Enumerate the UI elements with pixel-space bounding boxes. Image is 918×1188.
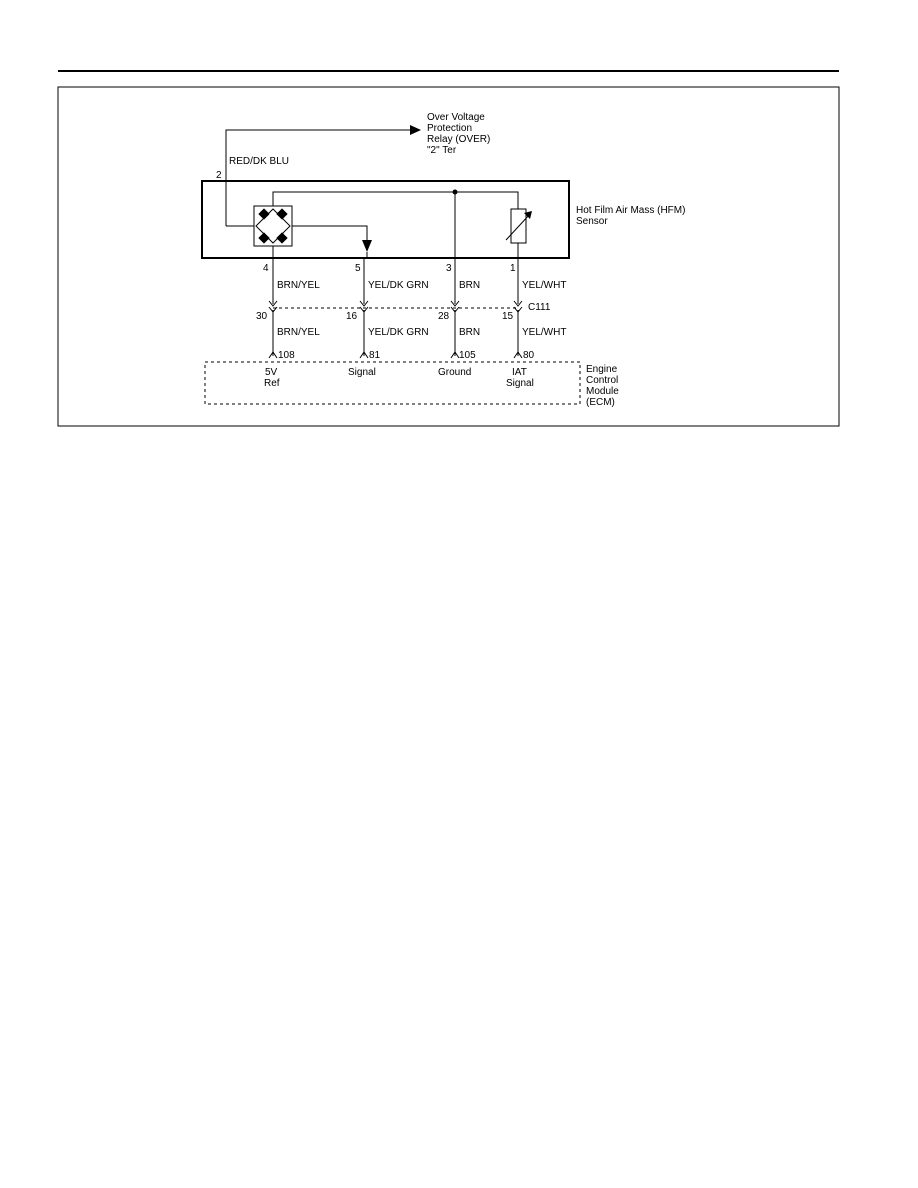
over-voltage-relay-label: Over Voltage Protection Relay (OVER) "2"… — [427, 112, 490, 156]
iat-thermistor — [505, 208, 532, 244]
diagram-label: Sensor — [576, 216, 608, 227]
hfm-internal-circuit — [226, 189, 519, 258]
power-wire-pin: 2 — [216, 170, 222, 181]
ecm-terminal-label: IAT — [512, 367, 527, 378]
page-top-rule — [58, 70, 839, 72]
diagram-label: Over Voltage — [427, 112, 485, 123]
circuit-signal: 5 YEL/DK GRN 16 YEL/DK GRN 81 Signal — [346, 252, 429, 378]
wire-color-upper: BRN/YEL — [277, 280, 320, 291]
diagram-label: "2" Ter — [427, 145, 457, 156]
diagram-frame — [57, 86, 840, 427]
ecm-pin: 80 — [523, 350, 535, 361]
wire-color-lower: BRN — [459, 327, 480, 338]
diagram-label: Engine — [586, 364, 618, 375]
connector-pin: 16 — [346, 311, 358, 322]
hfm-sensor-label: Hot Film Air Mass (HFM) Sensor — [576, 205, 685, 227]
ecm-pin: 81 — [369, 350, 381, 361]
connector-pin: 28 — [438, 311, 450, 322]
circuit-5v-ref: 4 BRN/YEL 30 BRN/YEL 108 5V Ref — [256, 258, 320, 389]
wire-color-upper: YEL/DK GRN — [368, 280, 429, 291]
diagram-label: (ECM) — [586, 397, 615, 408]
circuit-ground: 3 BRN 28 BRN 105 Ground — [438, 258, 480, 378]
ecm-terminal-label: Ground — [438, 367, 471, 378]
ecm-pin: 105 — [459, 350, 476, 361]
diagram-label: Hot Film Air Mass (HFM) — [576, 205, 685, 216]
ecm-box — [204, 361, 581, 405]
ecm-terminal-label: Signal — [348, 367, 376, 378]
diagram-label: Relay (OVER) — [427, 134, 490, 145]
wire-color-lower: YEL/WHT — [522, 327, 566, 338]
hfm-sensor-box — [201, 180, 570, 259]
arrow-down-icon — [362, 240, 372, 252]
diagram-label: Control — [586, 375, 618, 386]
diagram-label: Protection — [427, 123, 472, 134]
sensor-pin: 3 — [446, 263, 452, 274]
wire-color-lower: BRN/YEL — [277, 327, 320, 338]
arrow-up-icon — [524, 211, 532, 219]
ecm-terminal-label: Signal — [506, 378, 534, 389]
power-wire-color: RED/DK BLU — [229, 156, 289, 167]
circuit-iat-signal: 1 YEL/WHT 15 YEL/WHT 80 IAT Signal — [502, 258, 566, 389]
bridge-sensor-element — [253, 205, 293, 247]
sensor-pin: 1 — [510, 263, 516, 274]
wire-color-lower: YEL/DK GRN — [368, 327, 429, 338]
connector-pin: 15 — [502, 311, 514, 322]
ecm-terminal-label: 5V — [265, 367, 278, 378]
sensor-pin: 4 — [263, 263, 269, 274]
sensor-pin: 5 — [355, 263, 361, 274]
wire-color-upper: BRN — [459, 280, 480, 291]
connector-pin: 30 — [256, 311, 268, 322]
power-wire: RED/DK BLU 2 — [216, 125, 421, 226]
ecm-label: Engine Control Module (ECM) — [586, 364, 619, 408]
diagram-label: Module — [586, 386, 619, 397]
wire-color-upper: YEL/WHT — [522, 280, 566, 291]
connector-c111-label: C111 — [528, 302, 551, 313]
arrow-right-icon — [410, 125, 421, 135]
ecm-terminal-label: Ref — [264, 378, 280, 389]
ecm-pin: 108 — [278, 350, 295, 361]
